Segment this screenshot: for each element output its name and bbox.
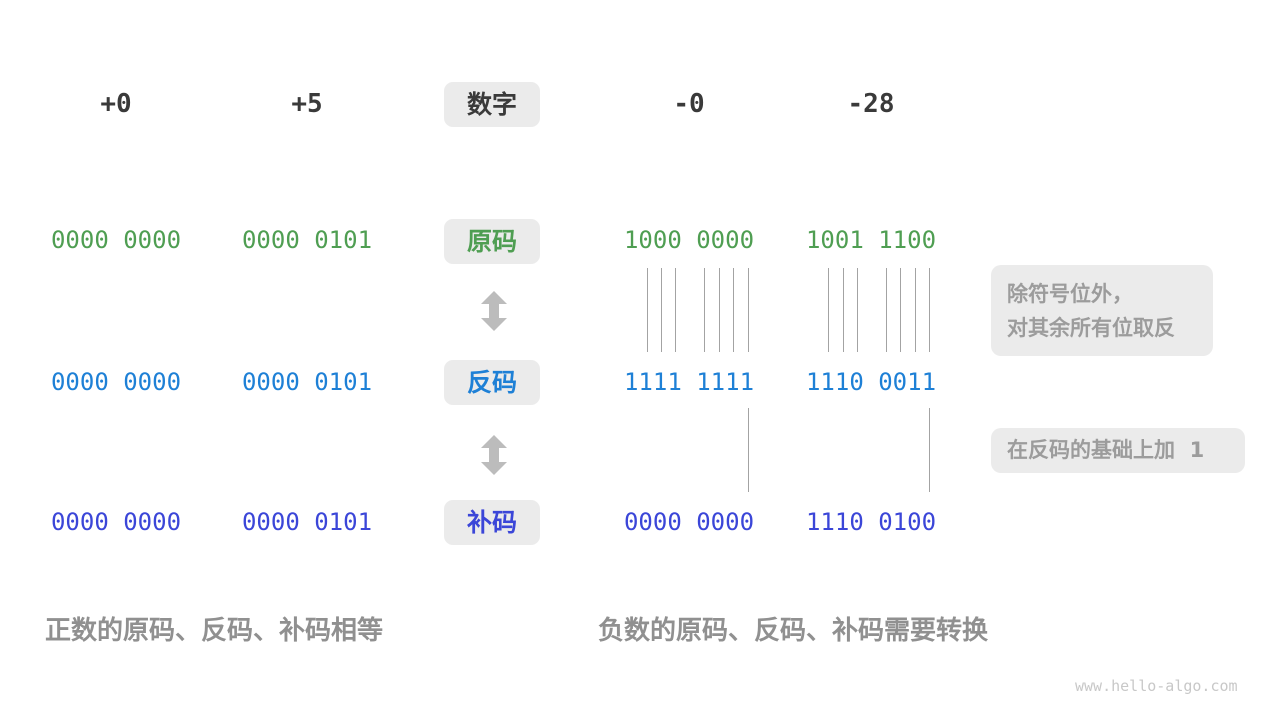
invert-bits-note-line1: 除符号位外， (1007, 282, 1133, 306)
label-ones-complement: 反码 (444, 360, 540, 405)
bit-connector-line (857, 268, 858, 352)
bit-connector-line (915, 268, 916, 352)
invert-bits-note: 除符号位外， 对其余所有位取反 (991, 265, 1213, 356)
bit-connector-line (828, 268, 829, 352)
updown-arrow-icon (481, 435, 507, 475)
bit-connector-line (748, 268, 749, 352)
updown-arrow-icon (481, 291, 507, 331)
twos-complement-plus0: 0000 0000 (50, 508, 182, 536)
sign-magnitude-minus28: 1001 1100 (805, 226, 937, 254)
number-plus-5: +5 (291, 89, 323, 119)
bit-connector-line (719, 268, 720, 352)
number-plus-0: +0 (100, 89, 132, 119)
label-number: 数字 (444, 82, 540, 127)
bit-connector-line (675, 268, 676, 352)
ones-complement-plus0: 0000 0000 (50, 368, 182, 396)
bit-connector-line (704, 268, 705, 352)
positive-numbers-caption: 正数的原码、反码、补码相等 (45, 616, 384, 646)
bit-connector-line (900, 268, 901, 352)
carry-line (748, 408, 749, 492)
ones-complement-plus5: 0000 0101 (241, 368, 373, 396)
add-one-note: 在反码的基础上加 1 (991, 428, 1245, 473)
twos-complement-minus0: 0000 0000 (623, 508, 755, 536)
bit-connector-line (647, 268, 648, 352)
carry-line (929, 408, 930, 492)
bit-connector-line (886, 268, 887, 352)
twos-complement-minus28: 1110 0100 (805, 508, 937, 536)
ones-complement-minus0: 1111 1111 (623, 368, 755, 396)
bit-connector-line (661, 268, 662, 352)
ones-complement-minus28: 1110 0011 (805, 368, 937, 396)
number-minus-28: -28 (847, 89, 895, 119)
bit-connector-line (843, 268, 844, 352)
watermark-url: www.hello-algo.com (1075, 677, 1238, 695)
bit-connector-line (733, 268, 734, 352)
sign-magnitude-plus0: 0000 0000 (50, 226, 182, 254)
negative-numbers-caption: 负数的原码、反码、补码需要转换 (598, 616, 989, 646)
twos-complement-plus5: 0000 0101 (241, 508, 373, 536)
label-twos-complement: 补码 (444, 500, 540, 545)
number-minus-0: -0 (673, 89, 705, 119)
sign-magnitude-plus5: 0000 0101 (241, 226, 373, 254)
sign-magnitude-minus0: 1000 0000 (623, 226, 755, 254)
invert-bits-note-line2: 对其余所有位取反 (1007, 316, 1175, 340)
bit-connector-line (929, 268, 930, 352)
label-sign-magnitude: 原码 (444, 219, 540, 264)
